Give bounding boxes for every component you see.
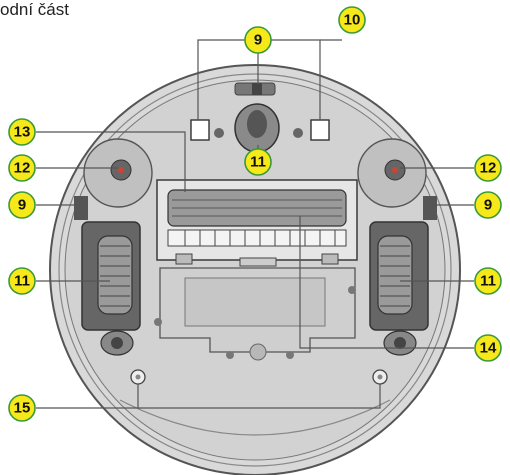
callout-12-right: 12 — [474, 154, 502, 182]
callout-11-left: 11 — [8, 267, 36, 295]
caster-wheel-hub — [247, 110, 267, 138]
svg-text:14: 14 — [480, 340, 497, 357]
edge-contact-right — [423, 196, 437, 220]
screw-hole — [293, 128, 303, 138]
side-brush-screw-left — [118, 167, 124, 173]
leader-13 — [36, 131, 186, 192]
callout-14: 14 — [474, 334, 502, 362]
svg-text:9: 9 — [254, 32, 262, 49]
cliff-sensor-left — [190, 119, 210, 141]
svg-text:13: 13 — [14, 124, 31, 141]
callout-9-right: 9 — [474, 191, 502, 219]
svg-text:9: 9 — [18, 197, 26, 214]
svg-text:11: 11 — [250, 154, 266, 171]
edge-contact-left — [74, 196, 88, 220]
screw-hole — [214, 128, 224, 138]
callout-15: 15 — [8, 394, 36, 422]
svg-text:11: 11 — [480, 273, 496, 290]
svg-text:11: 11 — [14, 273, 30, 290]
callout-9-left: 9 — [8, 191, 36, 219]
page-title: odní část — [0, 0, 69, 19]
svg-text:15: 15 — [14, 400, 31, 417]
side-brush-screw-right — [392, 167, 398, 173]
callout-13: 13 — [8, 118, 36, 146]
leader-14 — [299, 216, 474, 349]
drive-wheel-right — [377, 235, 413, 315]
callout-12-left: 12 — [8, 154, 36, 182]
callout-10: 10 — [338, 6, 366, 34]
svg-text:12: 12 — [14, 160, 31, 177]
brush-guard — [167, 229, 347, 247]
callout-9-top: 9 — [244, 26, 272, 54]
cliff-sensor-right — [310, 119, 330, 141]
svg-text:9: 9 — [484, 197, 492, 214]
front-sensor-center — [252, 83, 262, 95]
robot-body-rim — [58, 73, 452, 467]
svg-text:12: 12 — [480, 160, 497, 177]
svg-text:10: 10 — [344, 12, 361, 29]
callout-11-center: 11 — [244, 148, 272, 176]
callout-11-right: 11 — [474, 267, 502, 295]
drive-wheel-left — [97, 235, 133, 315]
